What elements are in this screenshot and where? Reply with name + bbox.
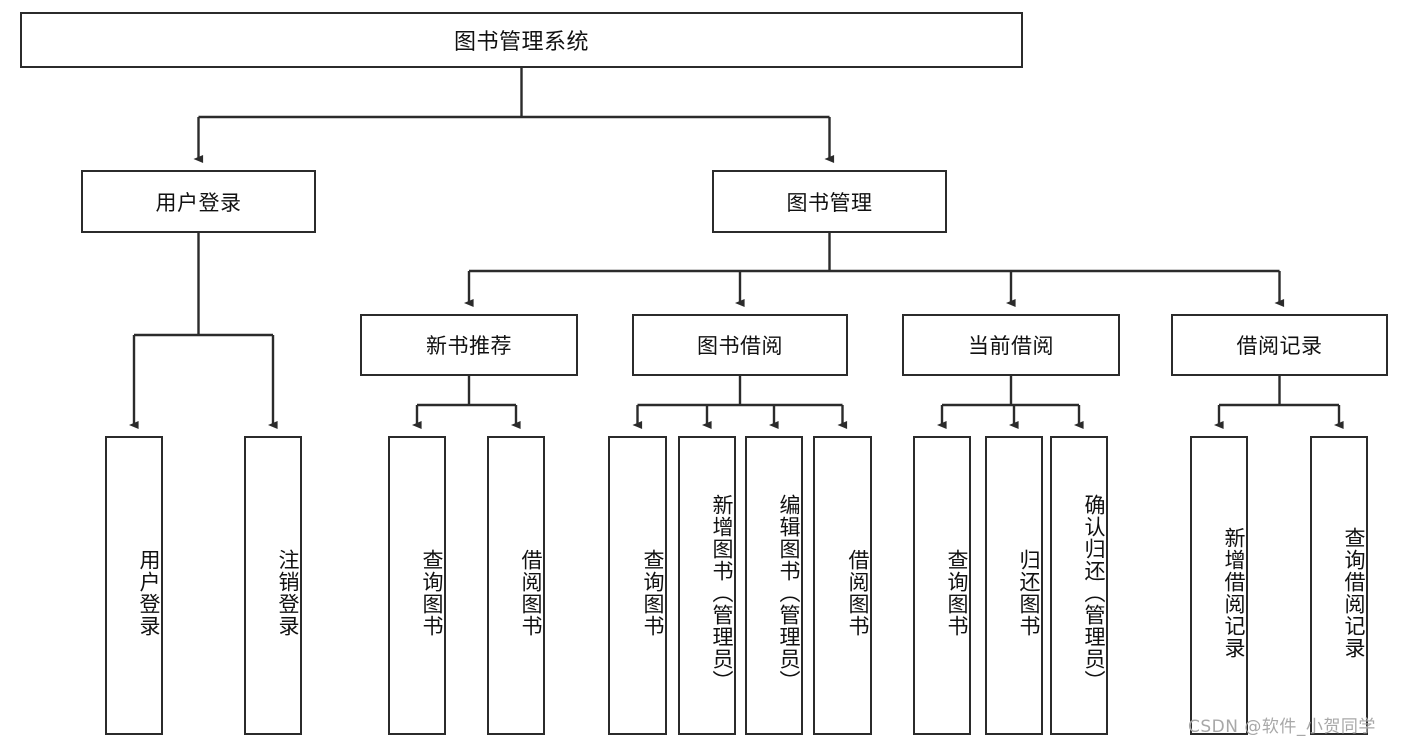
node-l3-d3[interactable]: 确认归还（管理员） xyxy=(1050,436,1108,735)
node-label: 新书推荐 xyxy=(426,334,512,358)
node-label: 确认归还（管理员） xyxy=(1082,493,1106,692)
node-label: 查询图书 xyxy=(641,548,665,637)
node-l3-d2[interactable]: 归还图书 xyxy=(985,436,1043,735)
node-root[interactable]: 图书管理系统 xyxy=(20,12,1023,68)
node-label: 查询借阅记录 xyxy=(1342,526,1366,659)
node-label: 用户登录 xyxy=(155,190,242,215)
node-label: 注销登录 xyxy=(276,548,300,637)
node-l3-a1[interactable]: 用户登录 xyxy=(105,436,163,735)
node-l1-books[interactable]: 图书管理 xyxy=(712,170,947,233)
node-label: 查询图书 xyxy=(420,548,444,637)
csdn-watermark: CSDN @软件_小贺同学 xyxy=(1188,717,1376,737)
node-label: 新增借阅记录 xyxy=(1222,526,1246,659)
node-l3-c2[interactable]: 新增图书（管理员） xyxy=(678,436,736,735)
node-label: 图书管理系统 xyxy=(453,30,589,55)
node-label: 当前借阅 xyxy=(968,334,1054,358)
node-label: 归还图书 xyxy=(1017,548,1041,637)
node-l3-c3[interactable]: 编辑图书（管理员） xyxy=(745,436,803,735)
node-label: 新增图书（管理员） xyxy=(710,493,734,692)
node-l1-login[interactable]: 用户登录 xyxy=(81,170,316,233)
node-label: 借阅图书 xyxy=(519,548,543,637)
node-label: 图书管理 xyxy=(786,190,873,215)
node-l3-b2[interactable]: 借阅图书 xyxy=(487,436,545,735)
node-l3-b1[interactable]: 查询图书 xyxy=(388,436,446,735)
node-l2-newbook[interactable]: 新书推荐 xyxy=(360,314,578,376)
node-label: 借阅记录 xyxy=(1236,334,1323,358)
node-label: 图书借阅 xyxy=(697,334,783,358)
node-label: 用户登录 xyxy=(137,548,161,637)
node-l3-a2[interactable]: 注销登录 xyxy=(244,436,302,735)
node-l3-d1[interactable]: 查询图书 xyxy=(913,436,971,735)
node-label: 编辑图书（管理员） xyxy=(777,493,801,692)
node-l2-borrow[interactable]: 图书借阅 xyxy=(632,314,848,376)
node-l2-records[interactable]: 借阅记录 xyxy=(1171,314,1388,376)
node-l3-c1[interactable]: 查询图书 xyxy=(608,436,667,735)
node-label: 借阅图书 xyxy=(846,548,870,637)
node-l3-e1[interactable]: 新增借阅记录 xyxy=(1190,436,1248,735)
node-l2-current[interactable]: 当前借阅 xyxy=(902,314,1120,376)
node-l3-c4[interactable]: 借阅图书 xyxy=(813,436,872,735)
node-l3-e2[interactable]: 查询借阅记录 xyxy=(1310,436,1368,735)
node-label: 查询图书 xyxy=(945,548,969,637)
